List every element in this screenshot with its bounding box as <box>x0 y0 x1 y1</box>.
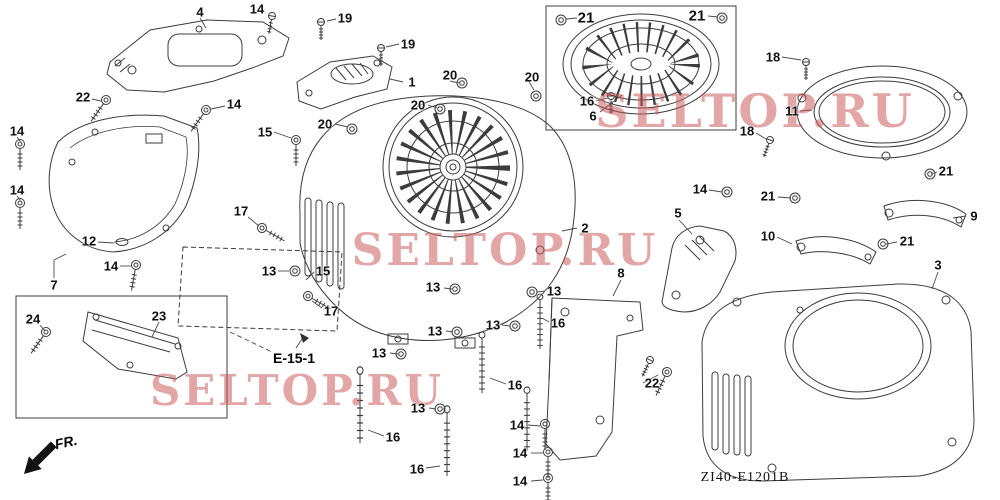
part-number-label: 18 <box>739 123 755 139</box>
part-number-label: 13 <box>410 400 426 416</box>
part-1-bracket <box>296 55 393 110</box>
part-number-label: 20 <box>317 116 333 132</box>
part-number-label: 13 <box>546 283 562 299</box>
reference-link-e-15-1[interactable]: E-15-1 <box>272 350 316 366</box>
part-number-label: 21 <box>899 233 915 249</box>
part-number-label: 16 <box>385 429 401 445</box>
diagram-code: ZI40-E1201B <box>700 470 790 485</box>
part-number-label: 2 <box>581 220 589 236</box>
part-number-label: 21 <box>688 7 706 25</box>
part-number-label: 17 <box>323 303 339 319</box>
leader-lines <box>16 15 967 482</box>
part-number-label: 13 <box>425 279 441 295</box>
watermark: SELTOP.RU <box>595 84 915 138</box>
part-number-label: 14 <box>9 182 25 198</box>
part-number-label: 13 <box>485 317 501 333</box>
part-number-label: 12 <box>81 233 97 249</box>
part-number-label: 14 <box>103 258 119 274</box>
part-11-shroud-ring <box>796 65 968 161</box>
part-number-label: 22 <box>644 375 660 391</box>
part-number-label: 21 <box>760 188 776 204</box>
part-number-label: 8 <box>617 265 625 281</box>
part-9-stay-arm <box>883 199 967 228</box>
part-number-label: 17 <box>233 203 249 219</box>
part-5-bracket <box>661 225 737 313</box>
part-number-label: 21 <box>577 9 595 27</box>
part-number-label: 16 <box>550 315 566 331</box>
part-number-label: 19 <box>337 10 353 26</box>
part-number-label: 15 <box>257 124 273 140</box>
part-number-label: 16 <box>409 461 425 477</box>
part-number-label: 13 <box>427 323 443 339</box>
part-number-label: 14 <box>226 96 242 112</box>
part-number-label: 6 <box>589 108 597 124</box>
part-number-label: 20 <box>524 69 540 85</box>
part-number-label: 7 <box>50 277 58 293</box>
part-number-label: 20 <box>410 97 426 113</box>
part-number-label: 16 <box>579 93 595 109</box>
part-number-label: 13 <box>371 345 387 361</box>
part-10-stay-arm <box>795 236 877 265</box>
part-12-clip <box>115 238 129 246</box>
part-number-label: 24 <box>25 311 41 327</box>
part-number-label: 19 <box>400 36 416 52</box>
part-number-label: 14 <box>509 417 525 433</box>
part-number-label: 16 <box>507 377 523 393</box>
part-2-fan-cover <box>299 95 576 349</box>
part-8-bracket <box>545 297 644 461</box>
part-number-label: 5 <box>674 205 682 221</box>
part-number-label: 20 <box>442 67 458 83</box>
part-number-label: 21 <box>938 163 954 179</box>
detail-box-e151 <box>177 246 343 353</box>
part-number-label: 1 <box>408 74 416 90</box>
part-number-label: 14 <box>9 123 25 139</box>
part-number-label: 3 <box>934 257 942 273</box>
watermark: SELTOP.RU <box>149 366 445 415</box>
fan-grille <box>382 96 524 238</box>
part-number-label: 10 <box>760 228 776 244</box>
part-number-label: 22 <box>75 89 91 105</box>
part-3-fan-cover <box>701 283 975 482</box>
part-number-label: 23 <box>151 308 167 324</box>
part-number-label: 18 <box>765 49 781 65</box>
part-6-fan-screen <box>545 5 737 131</box>
part-4-bracket-plate <box>106 19 290 93</box>
part-number-label: 11 <box>785 103 799 119</box>
part-number-label: 4 <box>196 4 204 20</box>
part-number-label: 14 <box>512 445 528 461</box>
part-number-label: 13 <box>261 263 277 279</box>
part-number-label: 15 <box>315 263 331 279</box>
fr-direction-arrow-icon <box>24 441 57 474</box>
part-number-label: 14 <box>249 1 265 17</box>
part-23-bracket-box <box>15 295 228 419</box>
part-7-heat-shield <box>48 114 200 253</box>
part-number-label: 9 <box>970 208 978 224</box>
watermark: SELTOP.RU <box>351 225 659 276</box>
part-number-label: 14 <box>692 181 708 197</box>
part-number-label: 14 <box>512 473 528 489</box>
